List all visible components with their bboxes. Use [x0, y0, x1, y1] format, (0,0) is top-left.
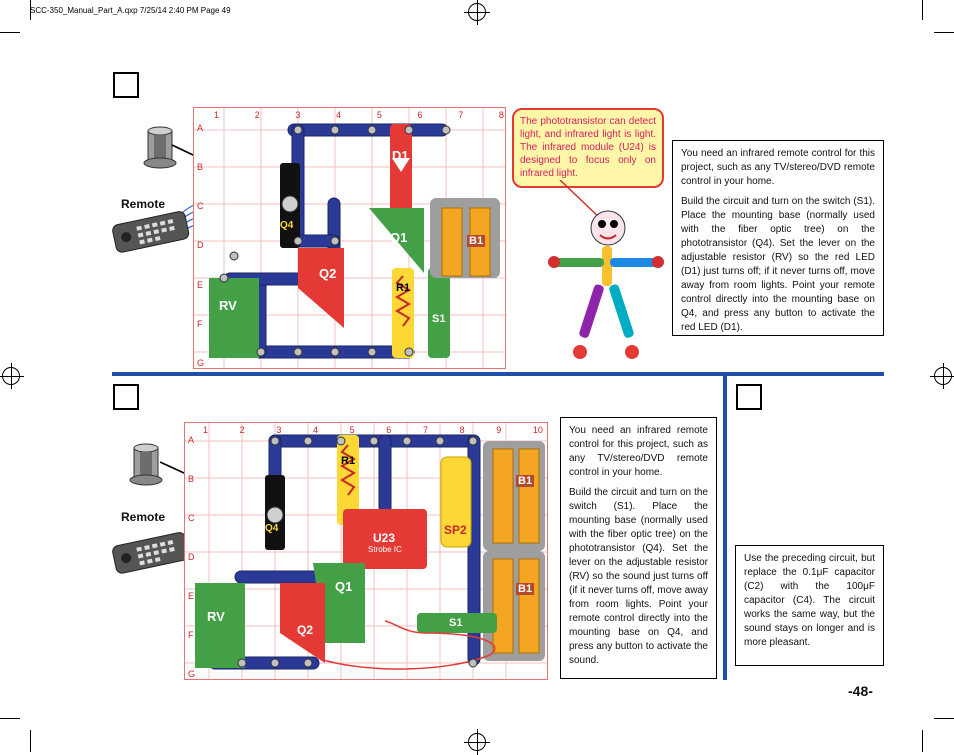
remote-control-icon [112, 532, 190, 574]
file-info-header: SCC-350_Manual_Part_A.qxp 7/25/14 2:40 P… [30, 6, 231, 15]
instruction-paragraph: You need an infrared remote control for … [569, 425, 708, 478]
section-divider-vertical [723, 374, 727, 680]
part-label-s1: S1 [449, 617, 463, 629]
section-divider-horizontal [112, 372, 884, 376]
transistor-q1 [369, 208, 424, 273]
part-label-b1: B1 [516, 583, 535, 595]
part-label-rv: RV [219, 298, 237, 313]
registration-mark-icon [930, 363, 954, 389]
remote-and-mount-illustration [112, 443, 281, 574]
instruction-paragraph: Build the circuit and turn on the switch… [681, 196, 875, 333]
part-sublabel-u23: Strobe IC [368, 545, 402, 554]
slide-switch-s1 [417, 613, 497, 633]
variation-instructions-box: Use the preceding circuit, but replace t… [735, 545, 884, 666]
transistor-q2 [298, 248, 344, 328]
adjustable-resistor-rv [209, 278, 259, 358]
part-label-b1: B1 [467, 235, 486, 247]
speaker-sp2 [440, 456, 472, 548]
resistor-r1 [337, 435, 359, 525]
part-label-r1: R1 [341, 455, 356, 467]
slide-switch-s1 [428, 268, 450, 358]
remote-label: Remote [121, 510, 166, 524]
transistor-q1 [313, 563, 365, 643]
part-label-q4: Q4 [280, 220, 294, 231]
registration-mark-icon [464, 729, 490, 755]
instruction-paragraph: Build the circuit and turn on the switch… [569, 487, 708, 666]
crop-mark [922, 0, 923, 20]
crop-mark [30, 730, 31, 752]
instruction-paragraph: Use the preceding circuit, but replace t… [744, 553, 875, 648]
project-checkbox[interactable] [113, 384, 139, 410]
part-label-q4: Q4 [265, 523, 279, 534]
mascot-character-icon [548, 180, 664, 359]
registration-mark-icon [0, 363, 24, 389]
red-jumper-wire [319, 620, 496, 670]
instruction-paragraph: You need an infrared remote control for … [681, 148, 875, 187]
mounting-base-icon [143, 126, 177, 169]
instructions-box-top: You need an infrared remote control for … [672, 140, 884, 336]
part-label-b1: B1 [516, 475, 535, 487]
remote-label: Remote [121, 197, 166, 211]
phototransistor-speech-bubble: The phototransistor can detect light, an… [512, 108, 664, 188]
strobe-ic-u23 [343, 509, 427, 569]
registration-mark-icon [464, 0, 490, 25]
project-checkbox[interactable] [736, 384, 762, 410]
part-label-q1: Q1 [390, 230, 408, 245]
part-label-rv: RV [207, 609, 225, 624]
part-label-s1: S1 [432, 313, 446, 325]
transistor-q2 [280, 583, 325, 663]
crop-mark [0, 718, 20, 719]
remote-control-icon [112, 211, 190, 253]
part-label-q2: Q2 [297, 623, 314, 637]
crop-mark [934, 32, 954, 33]
crop-mark [922, 730, 923, 752]
crop-mark [934, 718, 954, 719]
part-label-u23: U23 [373, 531, 396, 545]
part-label-sp2: SP2 [444, 523, 467, 537]
project-checkbox[interactable] [113, 72, 139, 98]
part-label-r1: R1 [396, 282, 411, 294]
part-label-d1: D1 [392, 148, 409, 163]
part-label-q1: Q1 [335, 579, 353, 594]
page-number: -48- [848, 683, 873, 699]
instructions-box-bottom: You need an infrared remote control for … [560, 417, 717, 679]
part-label-q2: Q2 [319, 266, 337, 281]
mounting-base-icon [129, 443, 163, 486]
crop-mark [0, 32, 20, 33]
crop-mark [30, 0, 31, 20]
adjustable-resistor-rv [195, 583, 245, 668]
